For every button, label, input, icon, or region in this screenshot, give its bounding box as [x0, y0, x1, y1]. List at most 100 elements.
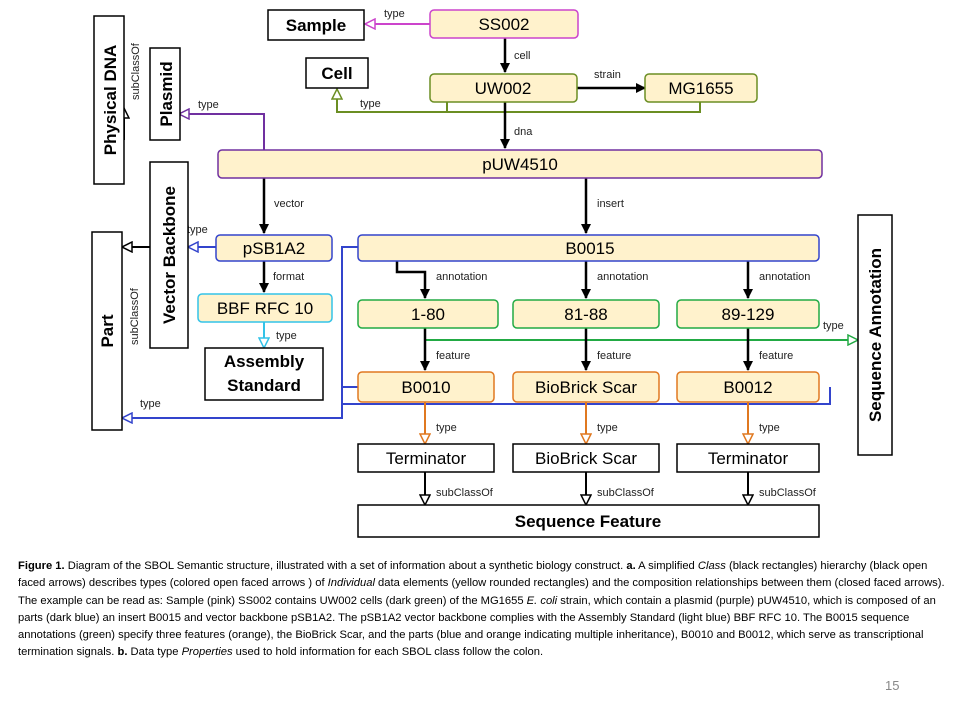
class-plasmid: Plasmid: [149, 47, 181, 141]
node-biobrick-scar-label: BioBrick Scar: [535, 378, 637, 397]
edge-annotation-type: [424, 328, 858, 340]
caption-ecoli: E. coli: [526, 594, 558, 607]
page-number: 15: [885, 678, 900, 693]
class-sequence-annotation-label: Sequence Annotation: [866, 248, 885, 422]
caption-part5: strain, which contain a plasmid (purple)…: [18, 594, 936, 659]
node-uw002-label: UW002: [475, 79, 532, 98]
caption-part7: used to hold information for each SBOL c…: [232, 646, 544, 659]
node-b0010[interactable]: B0010: [357, 371, 495, 403]
node-annotation-89-129-label: 89-129: [722, 305, 775, 324]
edge-label-subclass-1: subClassOf: [436, 487, 494, 499]
edge-label-insert: insert: [597, 198, 624, 210]
node-biobrick-scar[interactable]: BioBrick Scar: [512, 371, 660, 403]
edge-label-bbf-type: type: [276, 330, 297, 342]
node-bbf-rfc10[interactable]: BBF RFC 10: [197, 293, 333, 323]
edge-label-psb1a2-type: type: [187, 224, 208, 236]
edge-label-cell: cell: [514, 50, 531, 62]
node-mg1655-label: MG1655: [668, 79, 733, 98]
edge-label-part-type: type: [140, 398, 161, 410]
caption-class-word: Class: [697, 560, 726, 572]
node-annotation-89-129[interactable]: 89-129: [676, 299, 820, 329]
caption-fig-label: Figure 1.: [18, 560, 65, 572]
edge-label-annotation-2: annotation: [597, 271, 648, 283]
class-cell-label: Cell: [321, 64, 352, 83]
caption-part3: (black rectangles) hierarchy (black open…: [18, 560, 928, 590]
edge-label-feature-1: feature: [436, 350, 470, 362]
edge-label-feature-type-2: type: [597, 422, 618, 434]
class-terminator-2-label: Terminator: [708, 449, 789, 468]
edge-b0012-part-type: [342, 387, 831, 405]
class-vector-backbone: Vector Backbone: [149, 161, 189, 349]
node-ss002-label: SS002: [478, 15, 529, 34]
class-vector-backbone-label: Vector Backbone: [160, 186, 179, 324]
edge-label-annotation-1: annotation: [436, 271, 487, 283]
node-puw4510-label: pUW4510: [482, 155, 558, 174]
class-sequence-feature-label: Sequence Feature: [515, 512, 661, 531]
class-sample-label: Sample: [286, 16, 346, 35]
class-sample: Sample: [267, 9, 365, 41]
caption-properties-word: Properties: [181, 646, 233, 659]
node-annotation-81-88-label: 81-88: [564, 305, 607, 324]
edge-label-subclass-3: subClassOf: [759, 487, 817, 499]
class-terminator-1-label: Terminator: [386, 449, 467, 468]
node-ss002[interactable]: SS002: [429, 9, 579, 39]
caption-b-label: b.: [117, 646, 128, 659]
edge-label-subclass-2: subClassOf: [597, 487, 655, 499]
node-b0015[interactable]: B0015: [357, 234, 820, 262]
node-b0012-label: B0012: [723, 378, 772, 397]
edge-label-feature-type-1: type: [436, 422, 457, 434]
class-part-label: Part: [98, 314, 117, 347]
class-terminator-1: Terminator: [357, 443, 495, 473]
class-sequence-feature: Sequence Feature: [357, 504, 820, 538]
class-sequence-annotation: Sequence Annotation: [857, 214, 893, 456]
class-biobrick-scar: BioBrick Scar: [512, 443, 660, 473]
edge-label-annotation-type: type: [823, 320, 844, 332]
sbol-diagram: type cell strain type dna type subClassO…: [91, 8, 893, 538]
edge-label-format: format: [273, 271, 304, 283]
edge-label-dna: dna: [514, 126, 533, 138]
class-terminator-2: Terminator: [676, 443, 820, 473]
class-assembly-standard-label-2: Standard: [227, 376, 301, 395]
figure-caption: Figure 1. Diagram of the SBOL Semantic s…: [18, 558, 948, 662]
class-assembly-standard-label-1: Assembly: [224, 352, 305, 371]
node-bbf-rfc10-label: BBF RFC 10: [217, 299, 313, 318]
edge-annotation-1: [395, 261, 430, 299]
edge-part-type: [122, 246, 358, 418]
class-plasmid-label: Plasmid: [157, 61, 176, 126]
node-annotation-81-88[interactable]: 81-88: [512, 299, 660, 329]
class-physical-dna-label: Physical DNA: [101, 45, 120, 156]
node-psb1a2-label: pSB1A2: [243, 239, 305, 258]
caption-part4: data elements (yellow rounded rectangles…: [18, 577, 945, 607]
node-b0015-label: B0015: [565, 239, 614, 258]
edge-label-vector-subclass: subClassOf: [129, 287, 141, 345]
caption-part2: A simplified: [635, 560, 698, 572]
class-biobrick-scar-label: BioBrick Scar: [535, 449, 637, 468]
node-annotation-1-80-label: 1-80: [411, 305, 445, 324]
edge-plasmid-type: [179, 114, 265, 150]
edge-label-vector: vector: [274, 198, 304, 210]
class-cell: Cell: [305, 57, 369, 89]
caption-part6: Data type: [127, 646, 182, 659]
class-assembly-standard: Assembly Standard: [204, 347, 324, 401]
class-physical-dna: Physical DNA: [93, 15, 125, 185]
edge-label-annotation-3: annotation: [759, 271, 810, 283]
class-part: Part: [91, 231, 123, 431]
edge-label-feature-type-3: type: [759, 422, 780, 434]
edge-label-plasmid-subclass: subClassOf: [130, 42, 142, 100]
node-b0012[interactable]: B0012: [676, 371, 820, 403]
edge-cell-type: [337, 89, 701, 113]
node-b0010-label: B0010: [401, 378, 450, 397]
node-annotation-1-80[interactable]: 1-80: [357, 299, 499, 329]
caption-individual-word: Individual: [327, 577, 375, 590]
edge-label-feature-3: feature: [759, 350, 793, 362]
node-uw002[interactable]: UW002: [429, 73, 578, 103]
edge-label-plasmid-type: type: [198, 99, 219, 111]
node-psb1a2[interactable]: pSB1A2: [215, 234, 333, 262]
node-puw4510[interactable]: pUW4510: [217, 149, 823, 179]
caption-a-label: a.: [626, 560, 636, 572]
node-mg1655[interactable]: MG1655: [644, 73, 758, 103]
edge-label-cell-type: type: [360, 98, 381, 110]
caption-part1: Diagram of the SBOL Semantic structure, …: [64, 560, 627, 572]
edge-label-feature-2: feature: [597, 350, 631, 362]
edge-label-ss002-type: type: [384, 8, 405, 20]
